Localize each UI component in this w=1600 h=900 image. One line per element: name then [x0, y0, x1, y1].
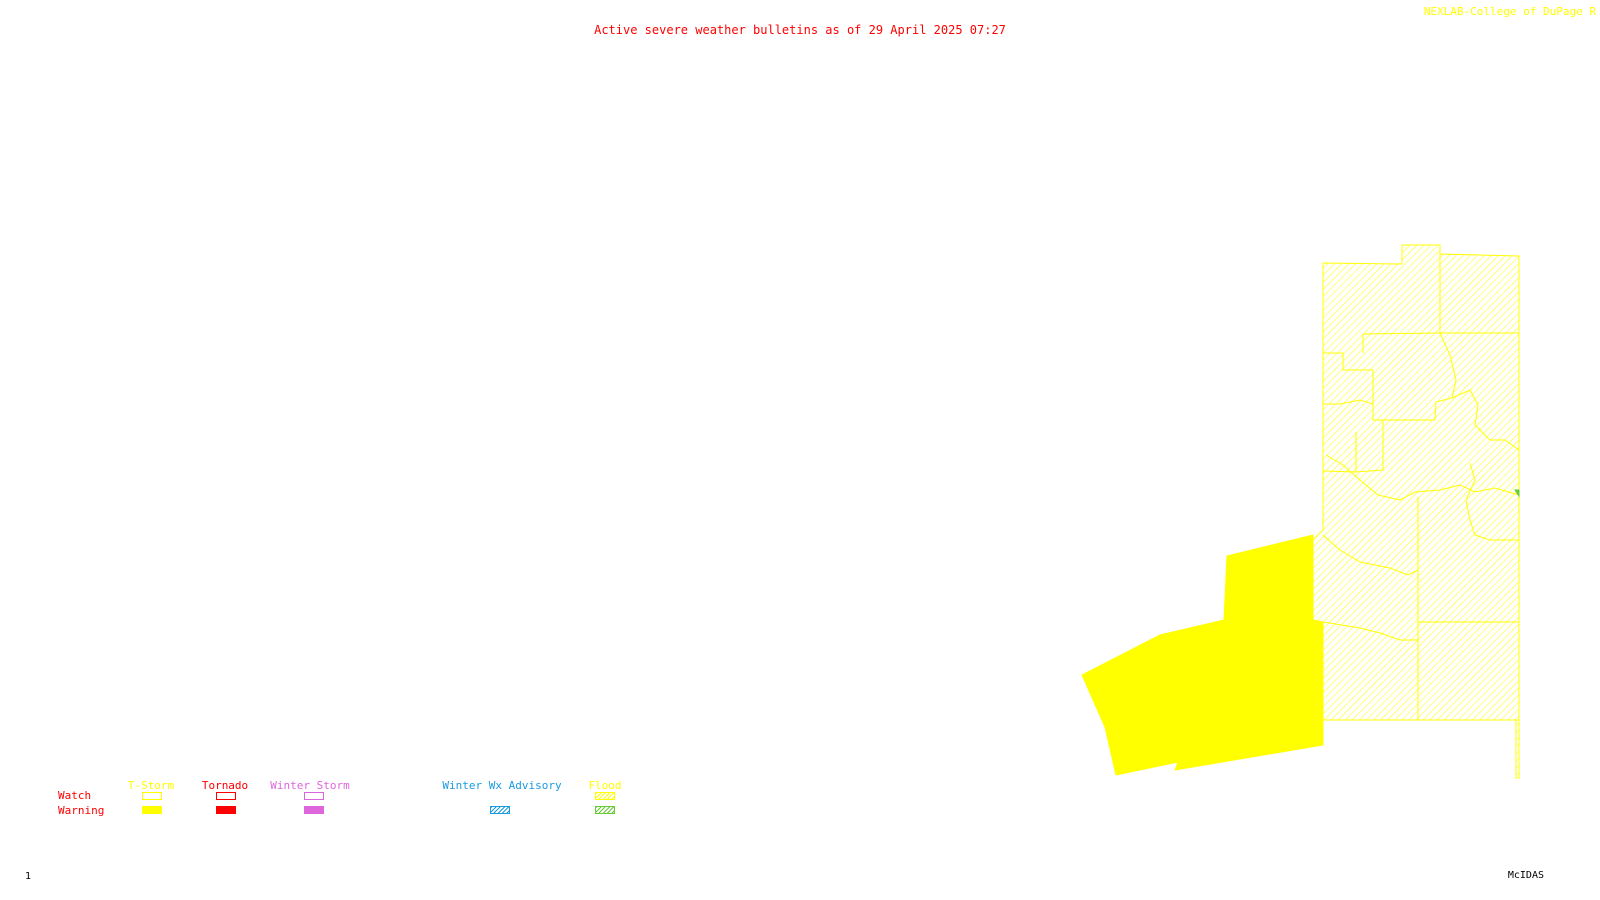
tstorm-warning-polygon [1081, 534, 1324, 776]
legend-tstorm-warning-swatch [142, 806, 162, 814]
credit-label: NEXLAB-College of DuPage R [1423, 5, 1596, 18]
legend-tstorm-label: T-Storm [127, 779, 175, 792]
legend-winter-advisory-swatch [490, 806, 510, 814]
legend-flood-watch-swatch [595, 792, 615, 800]
legend-winter-storm-warning-swatch [304, 806, 324, 814]
legend-flood-label: Flood [588, 779, 622, 792]
bulletin-title: Active severe weather bulletins as of 29… [594, 23, 1006, 37]
flood-watch-area [1312, 244, 1520, 779]
legend-tornado-watch-swatch [216, 792, 236, 800]
legend-winter-storm-watch-swatch [304, 792, 324, 800]
software-label: McIDAS [1507, 870, 1544, 881]
frame-number: 1 [25, 871, 32, 882]
legend-winter-storm-label: Winter Storm [270, 779, 350, 792]
legend-tornado-label: Tornado [201, 779, 249, 792]
legend-tornado-warning-swatch [216, 806, 236, 814]
legend-watch-row-label: Watch [58, 789, 92, 802]
county-boundaries [1322, 245, 1520, 721]
legend-flood-warning-swatch [595, 806, 615, 814]
flood-warning-mark [1514, 489, 1520, 498]
legend-warning-row-label: Warning [58, 804, 105, 817]
legend-winter-advisory-label: Winter Wx Advisory [442, 779, 562, 792]
legend-tstorm-watch-swatch [142, 792, 162, 800]
